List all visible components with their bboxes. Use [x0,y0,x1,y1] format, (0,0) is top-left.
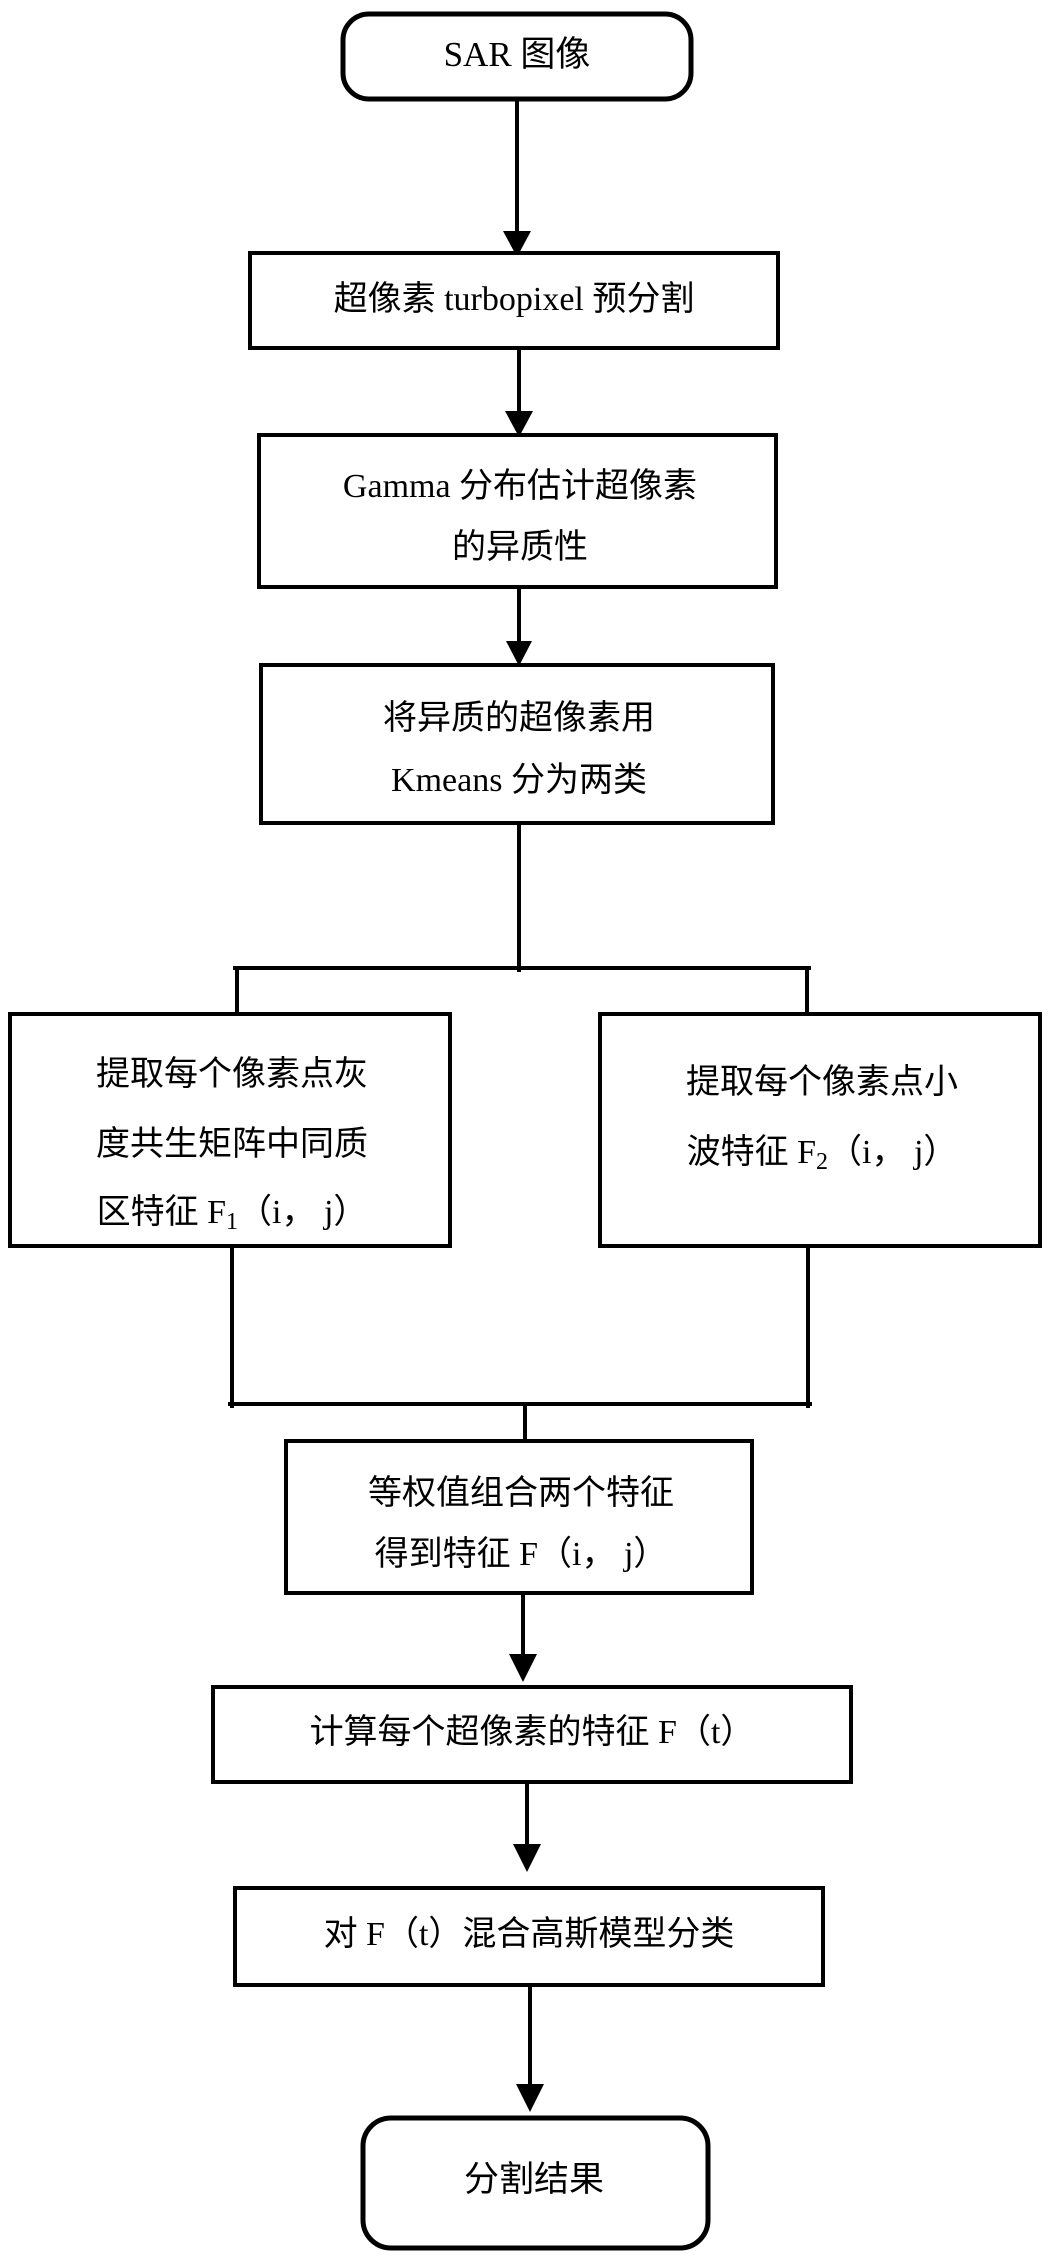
edge-step6-to-end-arrowhead [516,2084,544,2112]
node-step5-shape [211,1685,853,1784]
edge-step2-to-step3 [506,585,532,666]
node-step3-label-line2: Kmeans 分为两类 [391,761,647,799]
node-step1-label: 超像素 turbopixel 预分割 [334,280,695,318]
node-branch-right[interactable]: 提取每个像素点小 波特征 F2（i， j） [598,1012,1042,1248]
node-end-shape [360,2115,711,2251]
node-end-label: 分割结果 [464,2160,604,2199]
node-branch-right-f2-subscript: 2 [816,1149,828,1175]
node-branch-right-shape [598,1012,1042,1248]
node-branch-left-f1-post: （i， j） [238,1193,367,1231]
node-branch-left-shape [8,1012,452,1248]
node-step2-label-line1: Gamma 分布估计超像素 [343,467,697,505]
edge-step5-to-step6 [513,1780,541,1872]
node-branch-left-label-line1: 提取每个像素点灰 [96,1055,368,1093]
node-step6[interactable]: 对 F（t）混合高斯模型分类 [233,1886,825,1987]
edge-start-to-step1 [503,97,531,257]
edge-merge-to-step5 [509,1591,537,1682]
node-merge-label-line2: 得到特征 F（i， j） [375,1535,668,1573]
node-branch-right-label-line2: 波特征 F2（i， j） [687,1133,958,1175]
node-step3-label-line1: 将异质的超像素用 [383,699,655,737]
node-step5[interactable]: 计算每个超像素的特征 F（t） [211,1685,853,1784]
node-branch-left-f1-pre: 区特征 F [97,1193,226,1231]
edge-step6-to-end [516,1983,544,2112]
node-step2-shape [257,433,778,589]
node-branch-right-f2-pre: 波特征 F [687,1133,816,1171]
edge-merge-to-step5-arrowhead [509,1654,537,1682]
edge-start-to-step1-arrowhead [503,231,531,257]
node-branch-left-label-line2: 度共生矩阵中同质 [96,1125,368,1163]
node-start-label: SAR 图像 [444,35,591,74]
edge-step2-to-step3-arrowhead [506,641,532,666]
node-branch-right-f2-post: （i， j） [828,1133,957,1171]
node-step1-shape [248,251,780,350]
node-end[interactable]: 分割结果 [360,2115,711,2251]
node-branch-left[interactable]: 提取每个像素点灰 度共生矩阵中同质 区特征 F1（i， j） [8,1012,452,1248]
node-step3-shape [259,663,775,825]
edge-step5-to-step6-arrowhead [513,1844,541,1872]
node-step3[interactable]: 将异质的超像素用 Kmeans 分为两类 [259,663,775,825]
node-branch-right-label-line1: 提取每个像素点小 [686,1063,958,1101]
node-branch-left-label-line3: 区特征 F1（i， j） [97,1193,368,1235]
node-step6-shape [233,1886,825,1987]
node-step6-label: 对 F（t）混合高斯模型分类 [324,1915,735,1953]
node-step2-label-line2: 的异质性 [452,528,588,566]
node-merge[interactable]: 等权值组合两个特征 得到特征 F（i， j） [284,1439,754,1595]
node-branch-left-f1-subscript: 1 [226,1209,238,1235]
node-merge-shape [284,1439,754,1595]
node-step5-label: 计算每个超像素的特征 F（t） [310,1713,755,1751]
edge-step1-to-step2 [505,346,533,437]
node-step1[interactable]: 超像素 turbopixel 预分割 [248,251,780,350]
node-merge-label-line1: 等权值组合两个特征 [368,1474,674,1512]
node-start[interactable]: SAR 图像 [340,11,694,102]
node-step2[interactable]: Gamma 分布估计超像素 的异质性 [257,433,778,589]
edge-step1-to-step2-arrowhead [505,411,533,437]
